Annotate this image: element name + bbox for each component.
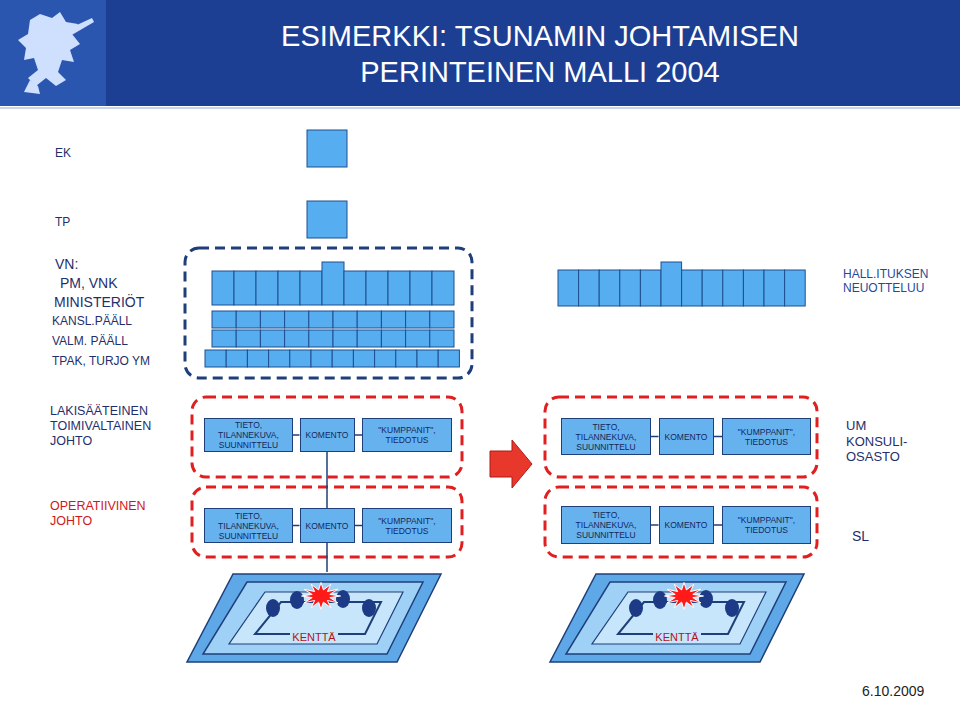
process-box: KOMENTO (659, 418, 714, 455)
field-illustration (548, 572, 806, 664)
box-text: TIETO, TILANNEKUVA, SUUNNITTELU (562, 510, 650, 540)
process-box: TIETO, TILANNEKUVA, SUUNNITTELU (204, 508, 293, 543)
process-box: TIETO, TILANNEKUVA, SUUNNITTELU (561, 418, 651, 455)
box-text: "KUMPPANIT", TIEDOTUS (363, 425, 451, 445)
process-box: "KUMPPANIT", TIEDOTUS (722, 418, 811, 455)
ek-square (307, 130, 347, 167)
level-label: TPAK, TURJO YM (52, 354, 182, 368)
connector-line (326, 543, 328, 572)
box-text: KOMENTO (303, 521, 352, 531)
box-text: "KUMPPANIT", TIEDOTUS (363, 516, 451, 536)
page-title: ESIMERKKI: TSUNAMIN JOHTAMISEN PERINTEIN… (220, 18, 860, 90)
box-text: "KUMPPANIT", TIEDOTUS (723, 427, 810, 447)
government-squares (558, 262, 805, 306)
connector-line (651, 436, 659, 438)
box-text: KOMENTO (662, 520, 711, 530)
connector-line (651, 524, 659, 526)
logo-ground (0, 0, 106, 106)
field-area: KENTTÄ (185, 572, 443, 664)
level-label: VALM. PÄÄLL (52, 334, 162, 348)
transfer-arrow (490, 440, 532, 488)
side-label: SL (852, 528, 892, 545)
level-label: LAKISÄÄTEINEN TOIMIVALTAINEN JOHTO (50, 404, 185, 449)
field-text: KENTTÄ (653, 631, 700, 643)
box-text: TIETO, TILANNEKUVA, SUUNNITTELU (205, 511, 292, 541)
red-dashed-group (545, 487, 817, 557)
box-text: KOMENTO (662, 432, 711, 442)
title-band (0, 0, 960, 106)
process-box: TIETO, TILANNEKUVA, SUUNNITTELU (204, 418, 293, 452)
side-label: UM KONSULI- OSASTO (846, 418, 926, 465)
box-text: KOMENTO (303, 430, 352, 440)
process-box: "KUMPPANIT", TIEDOTUS (362, 418, 452, 452)
process-box: TIETO, TILANNEKUVA, SUUNNITTELU (561, 506, 651, 544)
level-label: OPERATIIVINEN JOHTO (50, 499, 180, 529)
ministry-group-outline (185, 248, 472, 378)
process-box: KOMENTO (659, 506, 714, 544)
tp-square (307, 201, 347, 238)
field-area: KENTTÄ (548, 572, 806, 664)
level-label: TP (55, 215, 115, 229)
lion-logo (18, 12, 94, 94)
field-illustration (185, 572, 443, 664)
connector-line (326, 452, 328, 508)
box-text: "KUMPPANIT", TIEDOTUS (723, 515, 810, 535)
process-box: "KUMPPANIT", TIEDOTUS (722, 506, 811, 544)
side-label: HALL.ITUKSEN NEUOTTELUU (843, 267, 953, 296)
process-box: "KUMPPANIT", TIEDOTUS (362, 508, 452, 543)
level-label: MINISTERIÖT (54, 294, 164, 311)
level-label: EK (55, 146, 115, 160)
connector-line (714, 436, 723, 438)
connector-line (355, 434, 363, 436)
level-label: PM, VNK (60, 275, 150, 292)
connector-line (355, 525, 363, 527)
ministry-squares (205, 262, 459, 367)
process-box: KOMENTO (300, 418, 355, 452)
level-label: KANSL.PÄÄLL (52, 314, 162, 328)
field-text: KENTTÄ (290, 631, 337, 643)
process-box: KOMENTO (300, 508, 355, 543)
box-text: TIETO, TILANNEKUVA, SUUNNITTELU (562, 422, 650, 452)
date-label: 6.10.2009 (862, 683, 952, 700)
connector-line (714, 524, 723, 526)
red-dashed-group (545, 397, 817, 477)
level-label: VN: (55, 256, 115, 273)
box-text: TIETO, TILANNEKUVA, SUUNNITTELU (205, 420, 292, 450)
